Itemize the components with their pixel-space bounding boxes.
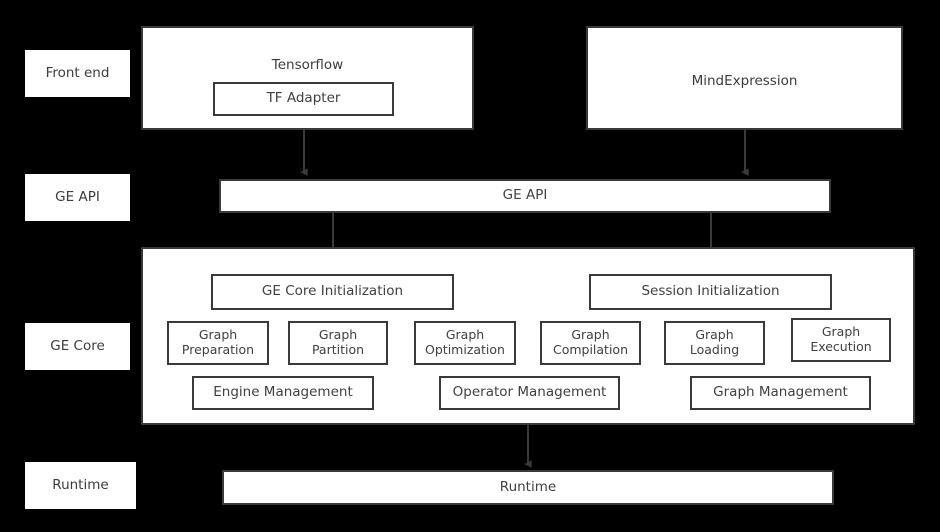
stage-label-front-end: Front end <box>25 50 130 97</box>
mindexpression-label: MindExpression <box>691 73 798 89</box>
tf-adapter-node[interactable]: TF Adapter <box>213 82 394 116</box>
stage-label-ge-api: GE API <box>25 174 130 221</box>
graph-partition-node[interactable]: Graph Partition <box>288 321 388 365</box>
engine-management-node[interactable]: Engine Management <box>192 376 374 410</box>
operator-management-node[interactable]: Operator Management <box>439 376 620 410</box>
graph-execution-node[interactable]: Graph Execution <box>791 318 891 362</box>
graph-management-node[interactable]: Graph Management <box>690 376 871 410</box>
session-initialization-node[interactable]: Session Initialization <box>589 274 832 310</box>
graph-optimization-node[interactable]: Graph Optimization <box>414 321 516 365</box>
runtime-bar[interactable]: Runtime <box>222 470 834 505</box>
graph-loading-node[interactable]: Graph Loading <box>664 321 765 365</box>
ge-api-bar[interactable]: GE API <box>219 179 831 213</box>
stage-label-runtime: Runtime <box>25 462 136 509</box>
ge-core-initialization-node[interactable]: GE Core Initialization <box>211 274 454 310</box>
frontend-mindexpression-container[interactable]: MindExpression <box>586 26 903 130</box>
tensorflow-label: Tensorflow <box>271 57 344 73</box>
stage-label-ge-core: GE Core <box>25 323 130 370</box>
graph-compilation-node[interactable]: Graph Compilation <box>540 321 641 365</box>
graph-preparation-node[interactable]: Graph Preparation <box>167 321 269 365</box>
